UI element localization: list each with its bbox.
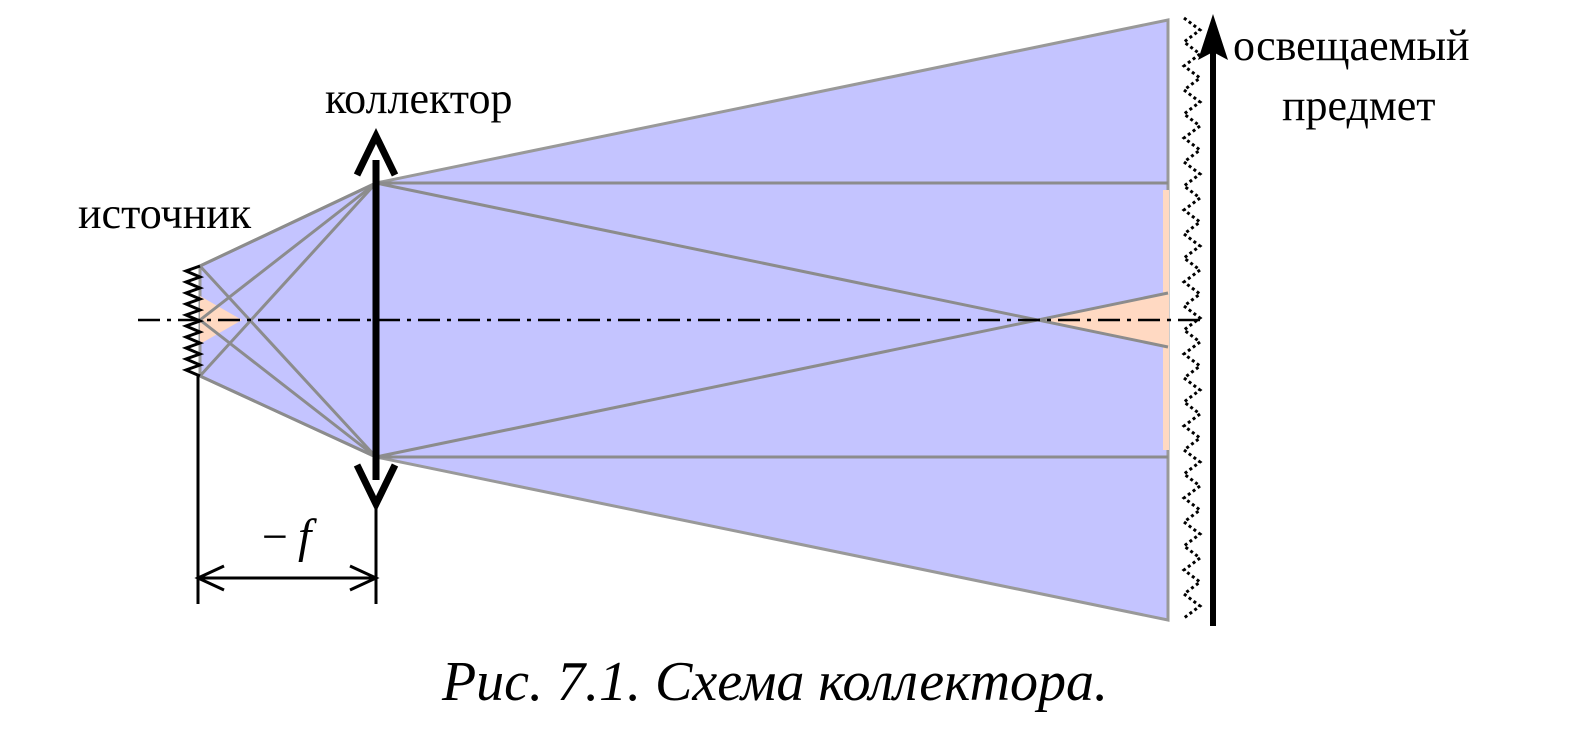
source-label: источник — [78, 189, 252, 238]
figure-caption: Рис. 7.1. Схема коллектора. — [441, 651, 1108, 713]
dimension-arrow-right-icon — [349, 564, 380, 592]
object-label-line1: освещаемый — [1233, 21, 1470, 70]
ray — [198, 264, 378, 459]
object-label-line2: предмет — [1282, 81, 1435, 130]
ray — [199, 181, 377, 268]
focal-minus-sign: − — [262, 511, 288, 562]
focal-symbol: f — [298, 510, 317, 563]
ray — [199, 374, 377, 459]
dimension-arrow-left-icon — [194, 564, 225, 592]
lens-label: коллектор — [325, 74, 512, 123]
ray — [198, 181, 378, 378]
source-filament-icon — [181, 264, 205, 378]
object-surface-wave — [1181, 16, 1203, 620]
illuminated-object — [1181, 14, 1228, 626]
focal-dimension — [194, 376, 380, 604]
lens-arrow-up-icon — [353, 128, 399, 177]
object-arrow-up-icon — [1198, 14, 1228, 60]
beam-edge-strip — [1163, 190, 1169, 450]
